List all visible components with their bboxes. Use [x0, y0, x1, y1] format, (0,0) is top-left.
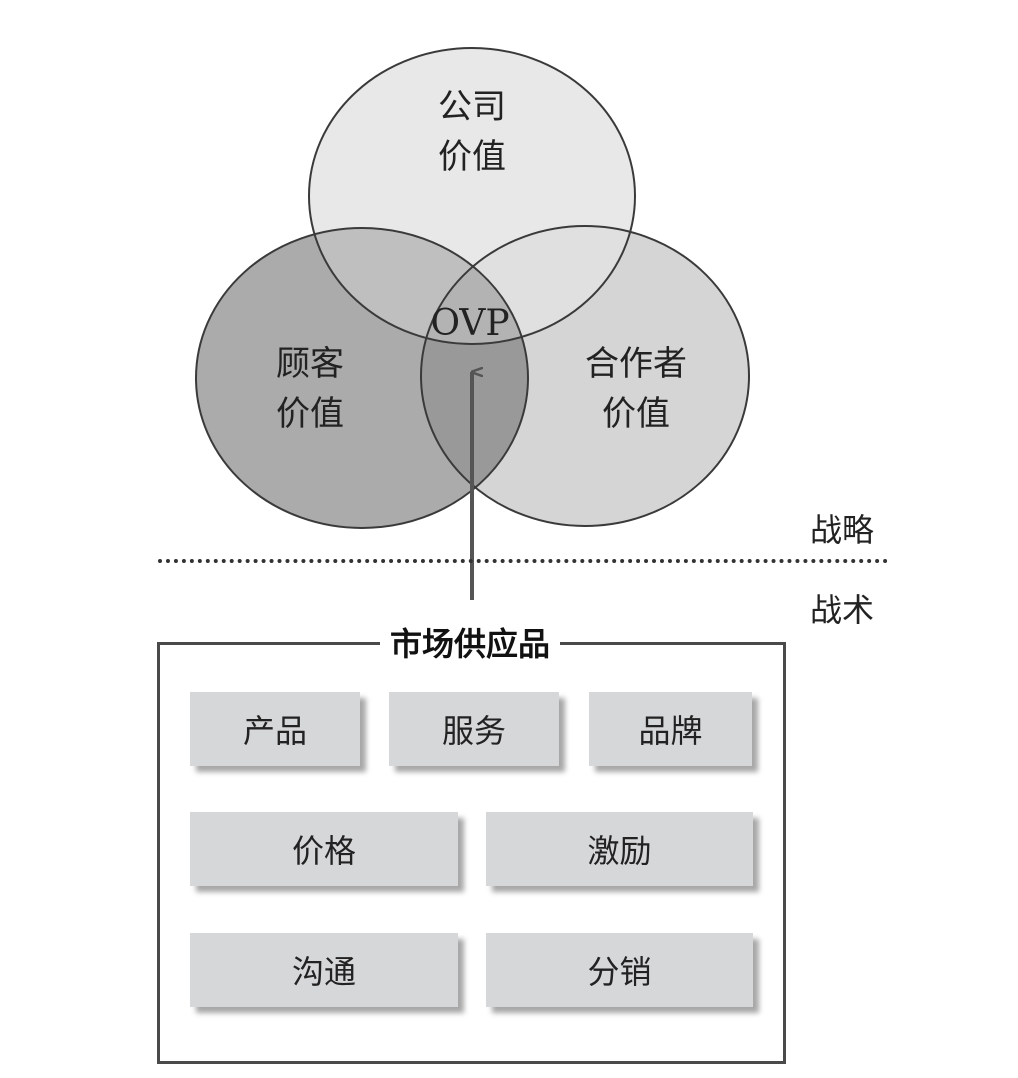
customer-label-line1: 顾客: [276, 344, 344, 384]
partner-label-line2: 价值: [602, 394, 670, 434]
offering-item-price: 价格: [190, 812, 458, 886]
offering-item-brand: 品牌: [589, 692, 752, 766]
ovp-overlap: [421, 228, 528, 344]
offering-item-service: 服务: [389, 692, 559, 766]
market-offering-title: 市场供应品: [380, 622, 560, 666]
venn-diagram: 公司 价值 顾客 价值 合作者 价值 OVP: [195, 47, 750, 600]
company-circle-outline: [308, 47, 636, 345]
offering-item-product: 产品: [190, 692, 360, 766]
partner-label-line1: 合作者: [585, 344, 687, 384]
partner-circle-outline: [420, 225, 750, 527]
tactics-label: 战术: [810, 591, 875, 629]
offering-item-distribution: 分销: [486, 933, 753, 1007]
company-label-line1: 公司: [438, 87, 506, 127]
customer-label-line2: 价值: [276, 394, 344, 434]
ovp-label: OVP: [430, 303, 509, 344]
strategy-tactics-divider: [158, 559, 888, 563]
customer-circle-outline: [195, 227, 529, 529]
offering-item-incentive: 激励: [486, 812, 753, 886]
company-label-line2: 价值: [438, 137, 506, 177]
strategy-label: 战略: [810, 511, 875, 549]
offering-item-communication: 沟通: [190, 933, 458, 1007]
